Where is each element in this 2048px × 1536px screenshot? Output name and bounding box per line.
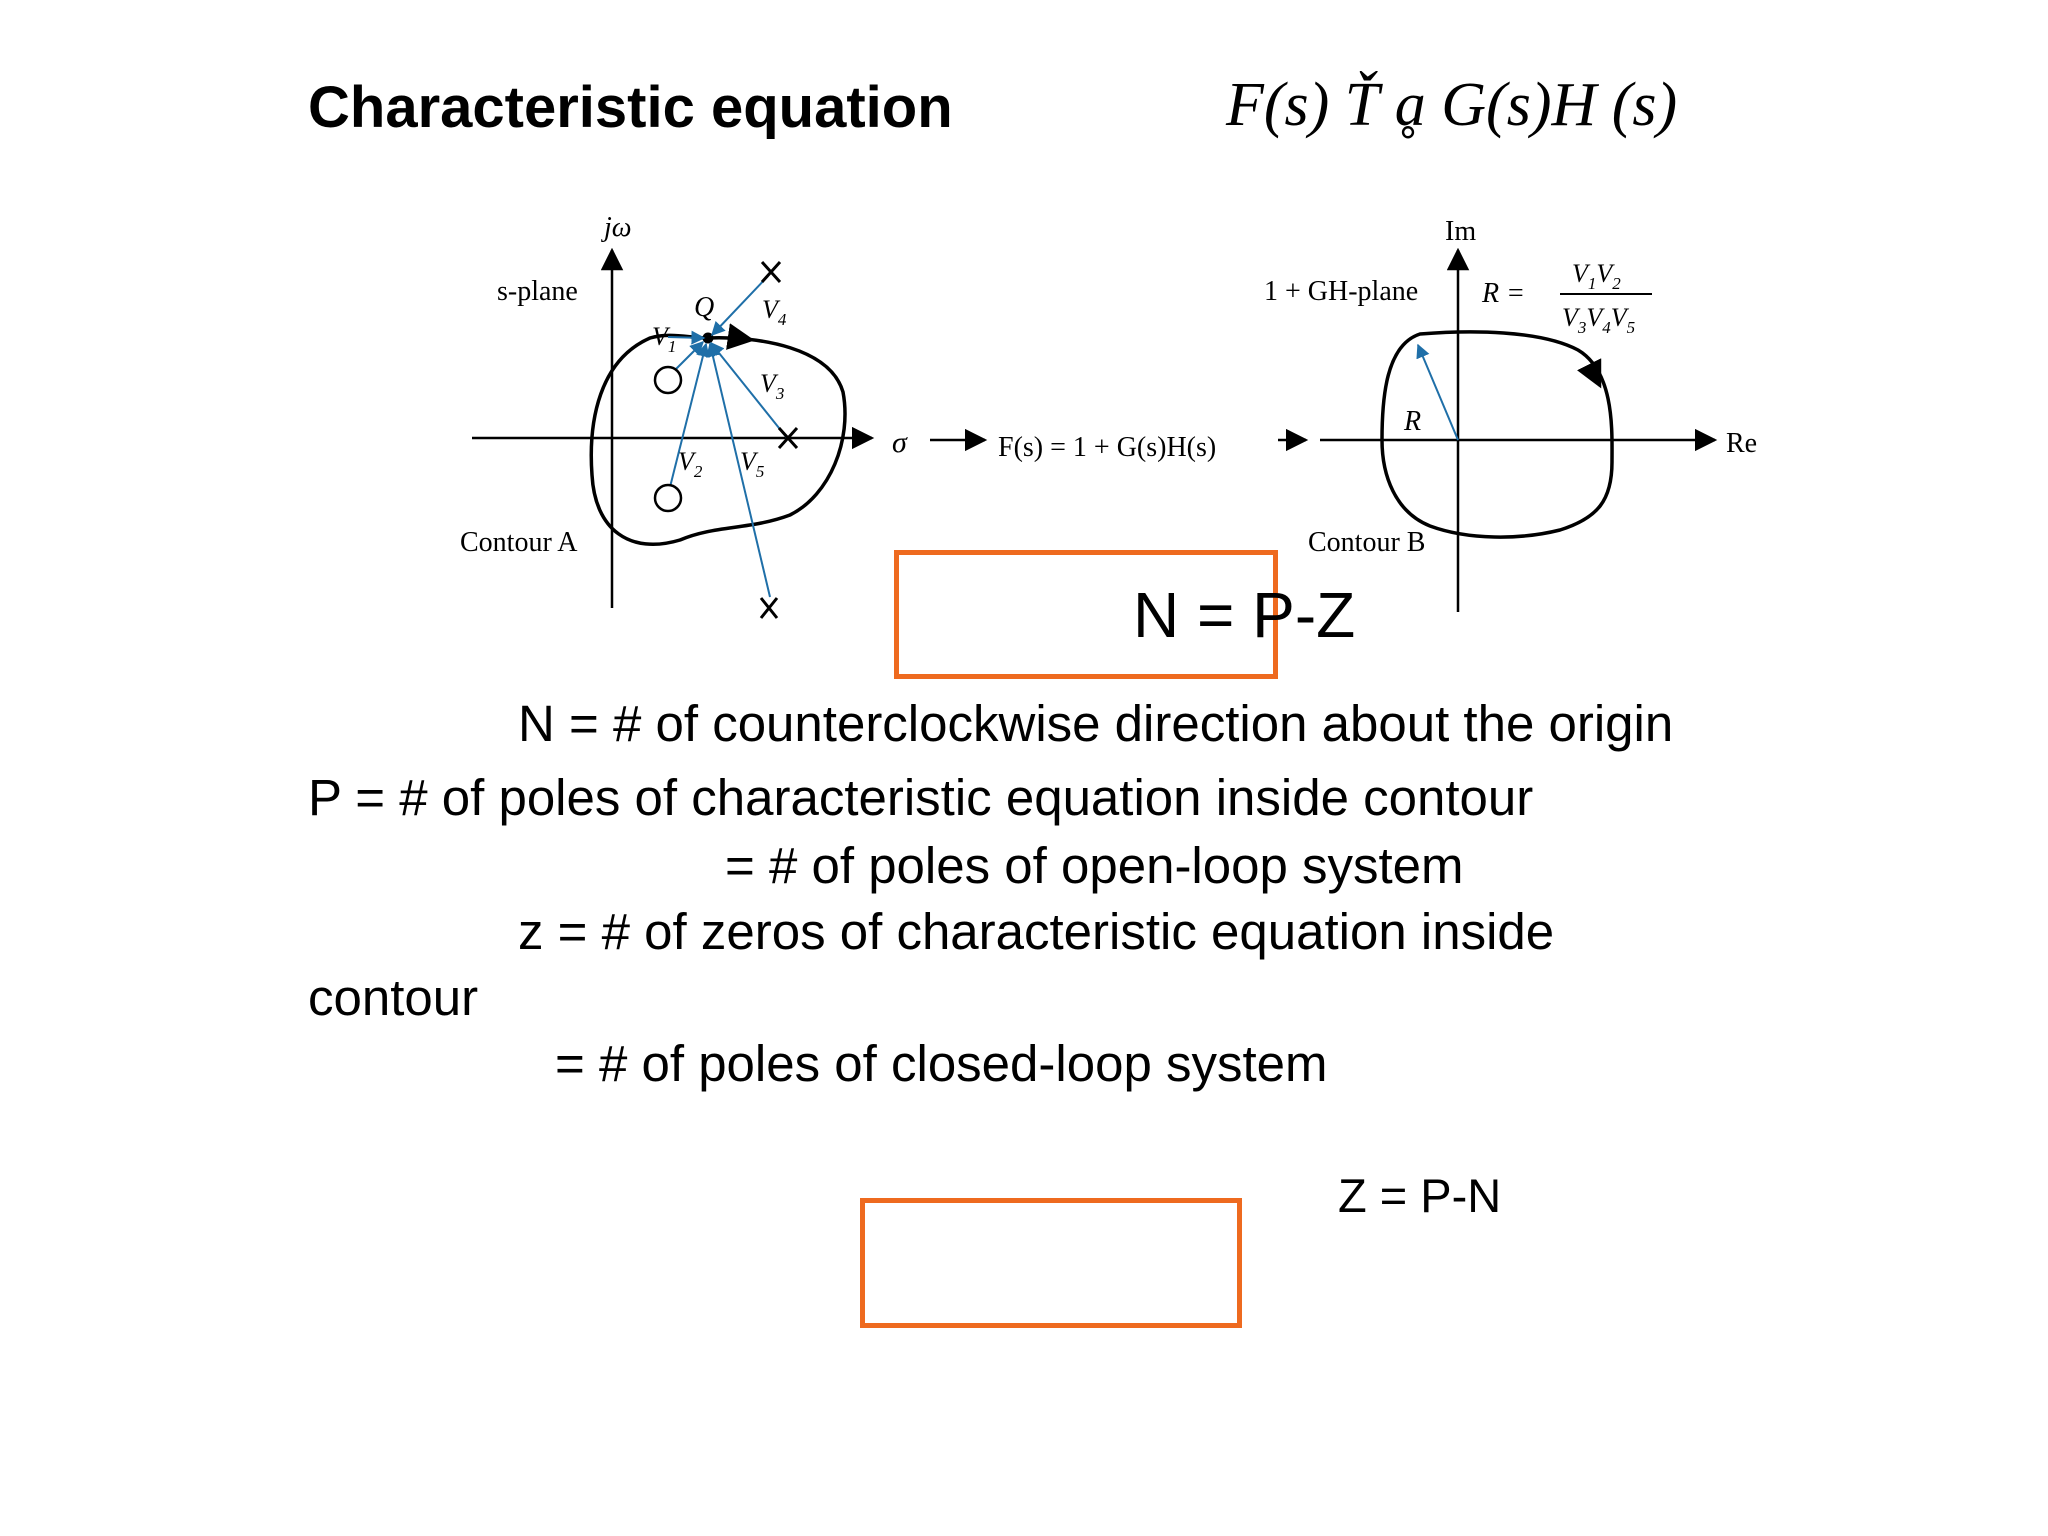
jw-axis-label: jω [601, 212, 632, 243]
vector-v4 [711, 275, 769, 337]
vector-label-v4: V4 [762, 295, 787, 329]
vector-label-v5: V5 [740, 447, 764, 481]
vector-label-v3: V3 [760, 369, 784, 403]
ratio-lhs: R = [1481, 278, 1525, 309]
pole-marker-bottom [759, 597, 779, 619]
definition-n: N = # of counterclockwise direction abou… [518, 695, 1674, 752]
contour-a-direction-arrow [726, 323, 755, 350]
slide-title: Characteristic equation [308, 75, 953, 140]
zero-marker-lower [653, 483, 683, 513]
definition-p: P = # of poles of characteristic equatio… [308, 769, 1534, 826]
contour-a [589, 333, 847, 546]
highlight-box-main-equation [894, 550, 1278, 679]
result-equation: Z = P-N [1338, 1169, 1502, 1222]
im-axis-label: Im [1445, 216, 1476, 247]
radius-label: R [1403, 406, 1421, 437]
pole-marker-axis [777, 426, 799, 450]
mapping-function-label: F(s) = 1 + G(s)H(s) [998, 432, 1216, 463]
sigma-axis-label: σ [892, 426, 908, 459]
gh-plane-label: 1 + GH-plane [1264, 276, 1418, 307]
ratio-numerator: V1V2 [1572, 259, 1621, 293]
zero-marker-upper [653, 365, 683, 395]
contour-a-label: Contour A [460, 527, 578, 558]
re-axis-label: Re [1726, 428, 1757, 459]
ratio-denominator: V3V4V5 [1562, 303, 1635, 337]
vector-v1 [667, 330, 706, 345]
contour-b-label: Contour B [1308, 527, 1425, 558]
pole-marker-top [760, 260, 782, 284]
main-equation: N = P-Z [1133, 579, 1356, 651]
s-plane-label: s-plane [497, 276, 578, 307]
characteristic-formula: F(s) Ť ḁ G(s)H (s) [1226, 71, 1678, 139]
vector-label-v2: V2 [678, 447, 703, 481]
radius-vector [1416, 343, 1459, 441]
vector-v5 [706, 342, 771, 598]
definition-z: z = # of zeros of characteristic equatio… [518, 903, 1555, 960]
contour-b-direction-arrow [1577, 358, 1602, 389]
definition-z-equivalent: = # of poles of closed-loop system [555, 1035, 1328, 1092]
definition-z-continued: contour [308, 969, 479, 1026]
vector-v3 [710, 341, 788, 439]
contour-b [1380, 330, 1614, 539]
nyquist-mapping-diagram: jω s-plane σ Contour A Q V1 V2 V3 V4 V5 … [460, 212, 1757, 619]
highlight-box-result [860, 1198, 1242, 1328]
vector-label-v1: V1 [652, 322, 676, 356]
definition-p-equivalent: = # of poles of open-loop system [725, 837, 1464, 894]
point-q-label: Q [694, 292, 714, 323]
vector-v2 [667, 342, 710, 496]
